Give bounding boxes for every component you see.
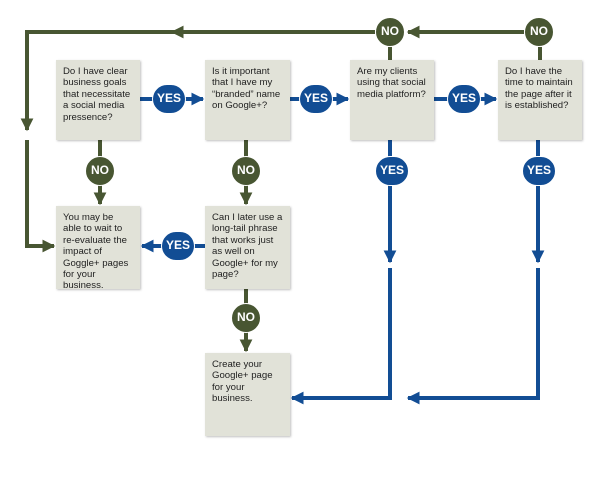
question-box-time: Do I have the time to maintain the page … (498, 60, 582, 140)
outcome-box-wait: You may be able to wait to re-evaluate t… (56, 206, 140, 292)
yes-badge-long-tail: YES (161, 231, 195, 261)
no-badge-long-tail: NO (231, 303, 261, 333)
outcome-box-create: Create your Google+ page for your busine… (205, 353, 290, 436)
no-path-left-edge-to-wait (25, 140, 56, 253)
outcome-text-wait: You may be able to wait to re-evaluate t… (63, 212, 129, 292)
question-text-goals: Do I have clear business goals that nece… (63, 66, 131, 123)
question-box-clients: Are my clients using that social media p… (350, 60, 434, 140)
question-text-long-tail: Can I later use a long-tail phrase that … (212, 212, 283, 281)
yes-badge-clients-to-time: YES (447, 84, 481, 114)
no-badge-goals: NO (85, 156, 115, 186)
no-badge-branded: NO (231, 156, 261, 186)
question-text-branded-name: Is it important that I have my “branded”… (212, 66, 281, 112)
yes-badge-goals-to-branded: YES (152, 84, 186, 114)
no-badge-top-right: NO (524, 17, 554, 47)
no-badge-top-left: NO (375, 17, 405, 47)
yes-badge-time: YES (522, 156, 556, 186)
outcome-text-create: Create your Google+ page for your busine… (212, 359, 273, 405)
question-box-long-tail: Can I later use a long-tail phrase that … (205, 206, 290, 289)
question-box-branded-name: Is it important that I have my “branded”… (205, 60, 290, 140)
yes-path-q4-to-create (406, 268, 540, 405)
question-box-goals: Do I have clear business goals that nece… (56, 60, 140, 140)
yes-path-q3-to-create (290, 268, 392, 405)
question-text-time: Do I have the time to maintain the page … (505, 66, 573, 112)
yes-badge-clients: YES (375, 156, 409, 186)
question-text-clients: Are my clients using that social media p… (357, 66, 426, 100)
no-path-top-to-left-edge (20, 30, 172, 132)
yes-badge-branded-to-clients: YES (299, 84, 333, 114)
